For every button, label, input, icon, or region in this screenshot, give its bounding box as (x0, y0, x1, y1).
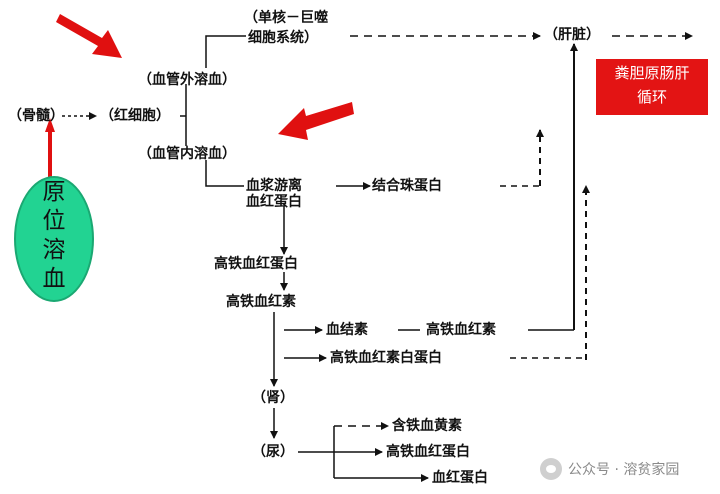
link-top-route (205, 35, 246, 68)
node-extravascular-hemolysis: （血管外溶血） (138, 72, 236, 88)
node-hemopexin-heme: 高铁血红素 (426, 322, 496, 338)
redbox-line1: 粪胆原肠肝 (614, 64, 690, 82)
node-intravascular-hemolysis: （血管内溶血） (138, 146, 236, 162)
red-arrow-middle (278, 102, 354, 140)
node-mononuclear-system: （单核－巨噬 (244, 10, 328, 26)
redbox-line2: 循环 (636, 88, 667, 106)
red-arrow-top (56, 14, 122, 58)
node-liver: （肝脏） (544, 27, 600, 43)
watermark-text: 公众号 · 溶贫家园 (568, 462, 680, 478)
in-situ-hemolysis-oval (14, 176, 94, 302)
node-kidney: （肾） (252, 390, 294, 406)
wechat-icon (540, 458, 562, 480)
oval-char: 原 (42, 179, 66, 205)
node-red-blood-cell: （红细胞） (100, 108, 170, 124)
node-methemalbumin-heme: 高铁血红素 (226, 294, 296, 310)
node-haptoglobin: 结合珠蛋白 (372, 178, 442, 194)
link-intravascular (205, 160, 244, 187)
node-methemoglobin: 高铁血红蛋白 (214, 256, 298, 272)
node-urine-methemoglobin: 高铁血红蛋白 (386, 444, 470, 460)
node-mononuclear-system-line2: 细胞系统） (248, 30, 318, 46)
in-situ-hemolysis-label: 原 位 溶 血 (14, 178, 94, 294)
oval-char: 溶 (42, 237, 66, 263)
oval-char: 血 (42, 266, 66, 292)
node-urine: （尿） (252, 444, 294, 460)
red-arrow-up (45, 118, 55, 132)
enterohepatic-circulation-box: 粪胆原肠肝 循环 (596, 59, 708, 115)
node-urine-hemoglobin: 血红蛋白 (432, 470, 488, 486)
node-methemalbumin: 高铁血红素白蛋白 (330, 350, 442, 366)
node-hemopexin: 血结素 (326, 322, 368, 338)
node-hemosiderin: 含铁血黄素 (392, 418, 462, 434)
node-free-hemoglobin: 血浆游离 (246, 178, 302, 194)
node-bone-marrow: （骨髓） (8, 108, 64, 124)
watermark: 公众号 · 溶贫家园 (540, 458, 679, 480)
node-free-hemoglobin-line2: 血红蛋白 (246, 194, 302, 210)
oval-char: 位 (42, 208, 66, 234)
